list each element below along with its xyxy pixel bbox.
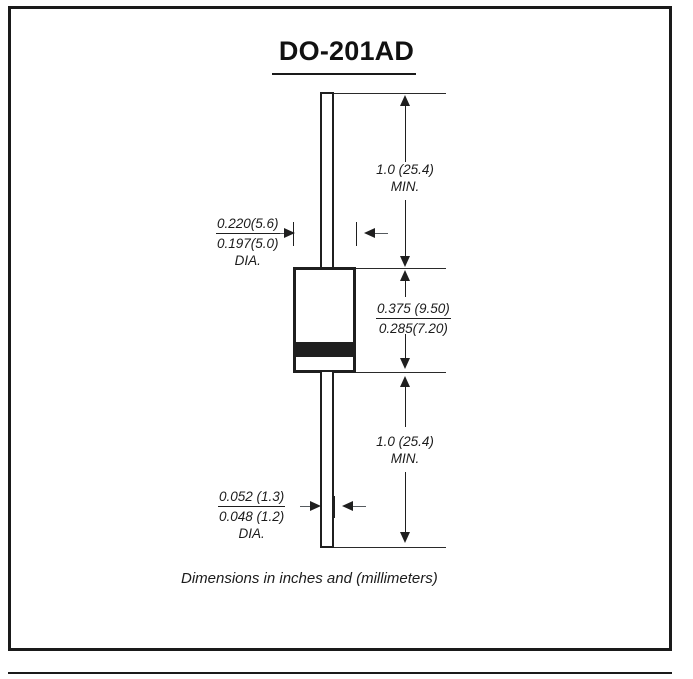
arrow-right-icon [284,228,295,238]
body-diameter-fraction: 0.220(5.6) 0.197(5.0) DIA. [216,215,280,269]
body-diameter-suffix: DIA. [234,253,261,268]
arrow-left-icon [342,501,353,511]
extension-line-top [334,93,446,94]
dimension-line-bottom-lead-upper [405,385,406,427]
lead-diameter-min: 0.048 (1.2) [219,509,285,524]
extension-line-body-bottom [356,372,446,373]
leader-line-lead-diameter [300,506,314,507]
leader-line-lead-diameter-right [352,506,366,507]
top-lead-length-value: 1.0 (25.4) [376,162,434,177]
arrow-down-icon [400,532,410,543]
body-diameter-min: 0.197(5.0) [217,236,279,251]
lead-diameter-suffix: DIA. [238,526,265,541]
top-lead-length-label: 1.0 (25.4) MIN. [355,161,455,195]
lead-diameter-label: 0.052 (1.3) 0.048 (1.2) DIA. [218,488,286,542]
arrow-up-icon [400,95,410,106]
bottom-lead-length-qualifier: MIN. [390,451,420,466]
body-length-label: 0.375 (9.50) 0.285(7.20) [376,300,451,337]
arrow-right-icon [310,501,321,511]
dimension-line-bottom-lead-lower [405,472,406,534]
leader-line-body-diameter-right [374,233,388,234]
arrow-down-icon [400,358,410,369]
arrow-down-icon [400,256,410,267]
body-length-fraction: 0.375 (9.50) 0.285(7.20) [376,300,451,337]
top-lead-wire [320,92,334,270]
body-diameter-max: 0.220(5.6) [216,215,280,234]
lead-diameter-fraction: 0.052 (1.3) 0.048 (1.2) DIA. [218,488,286,542]
body-length-min: 0.285(7.20) [378,321,448,336]
dimension-line-body-length-upper [405,279,406,297]
extension-tick-lead-dia-right [334,496,335,518]
bottom-lead-length-label: 1.0 (25.4) MIN. [355,433,455,467]
diode-body [293,267,356,373]
lead-diameter-max: 0.052 (1.3) [218,488,286,507]
dimension-line-body-length-lower [405,334,406,360]
bottom-lead-wire [320,370,334,548]
page-title: DO-201AD [278,36,415,66]
title-underline [272,73,416,75]
extension-line-body-top [356,268,446,269]
top-lead-length-qualifier: MIN. [390,179,420,194]
dimension-line-top-lead-upper [405,104,406,162]
cathode-band [295,342,354,357]
page-bottom-rule [8,672,672,674]
extension-line-bottom [334,547,446,548]
body-diameter-label: 0.220(5.6) 0.197(5.0) DIA. [216,215,280,269]
bottom-lead-length-value: 1.0 (25.4) [376,434,434,449]
arrow-up-icon [400,376,410,387]
dimension-line-top-lead-lower [405,200,406,258]
arrow-left-icon [364,228,375,238]
leader-line-body-diameter [276,233,288,234]
arrow-up-icon [400,270,410,281]
units-footnote: Dimensions in inches and (millimeters) [181,570,438,587]
body-length-max: 0.375 (9.50) [376,300,451,319]
extension-tick-body-dia-right [356,222,357,246]
